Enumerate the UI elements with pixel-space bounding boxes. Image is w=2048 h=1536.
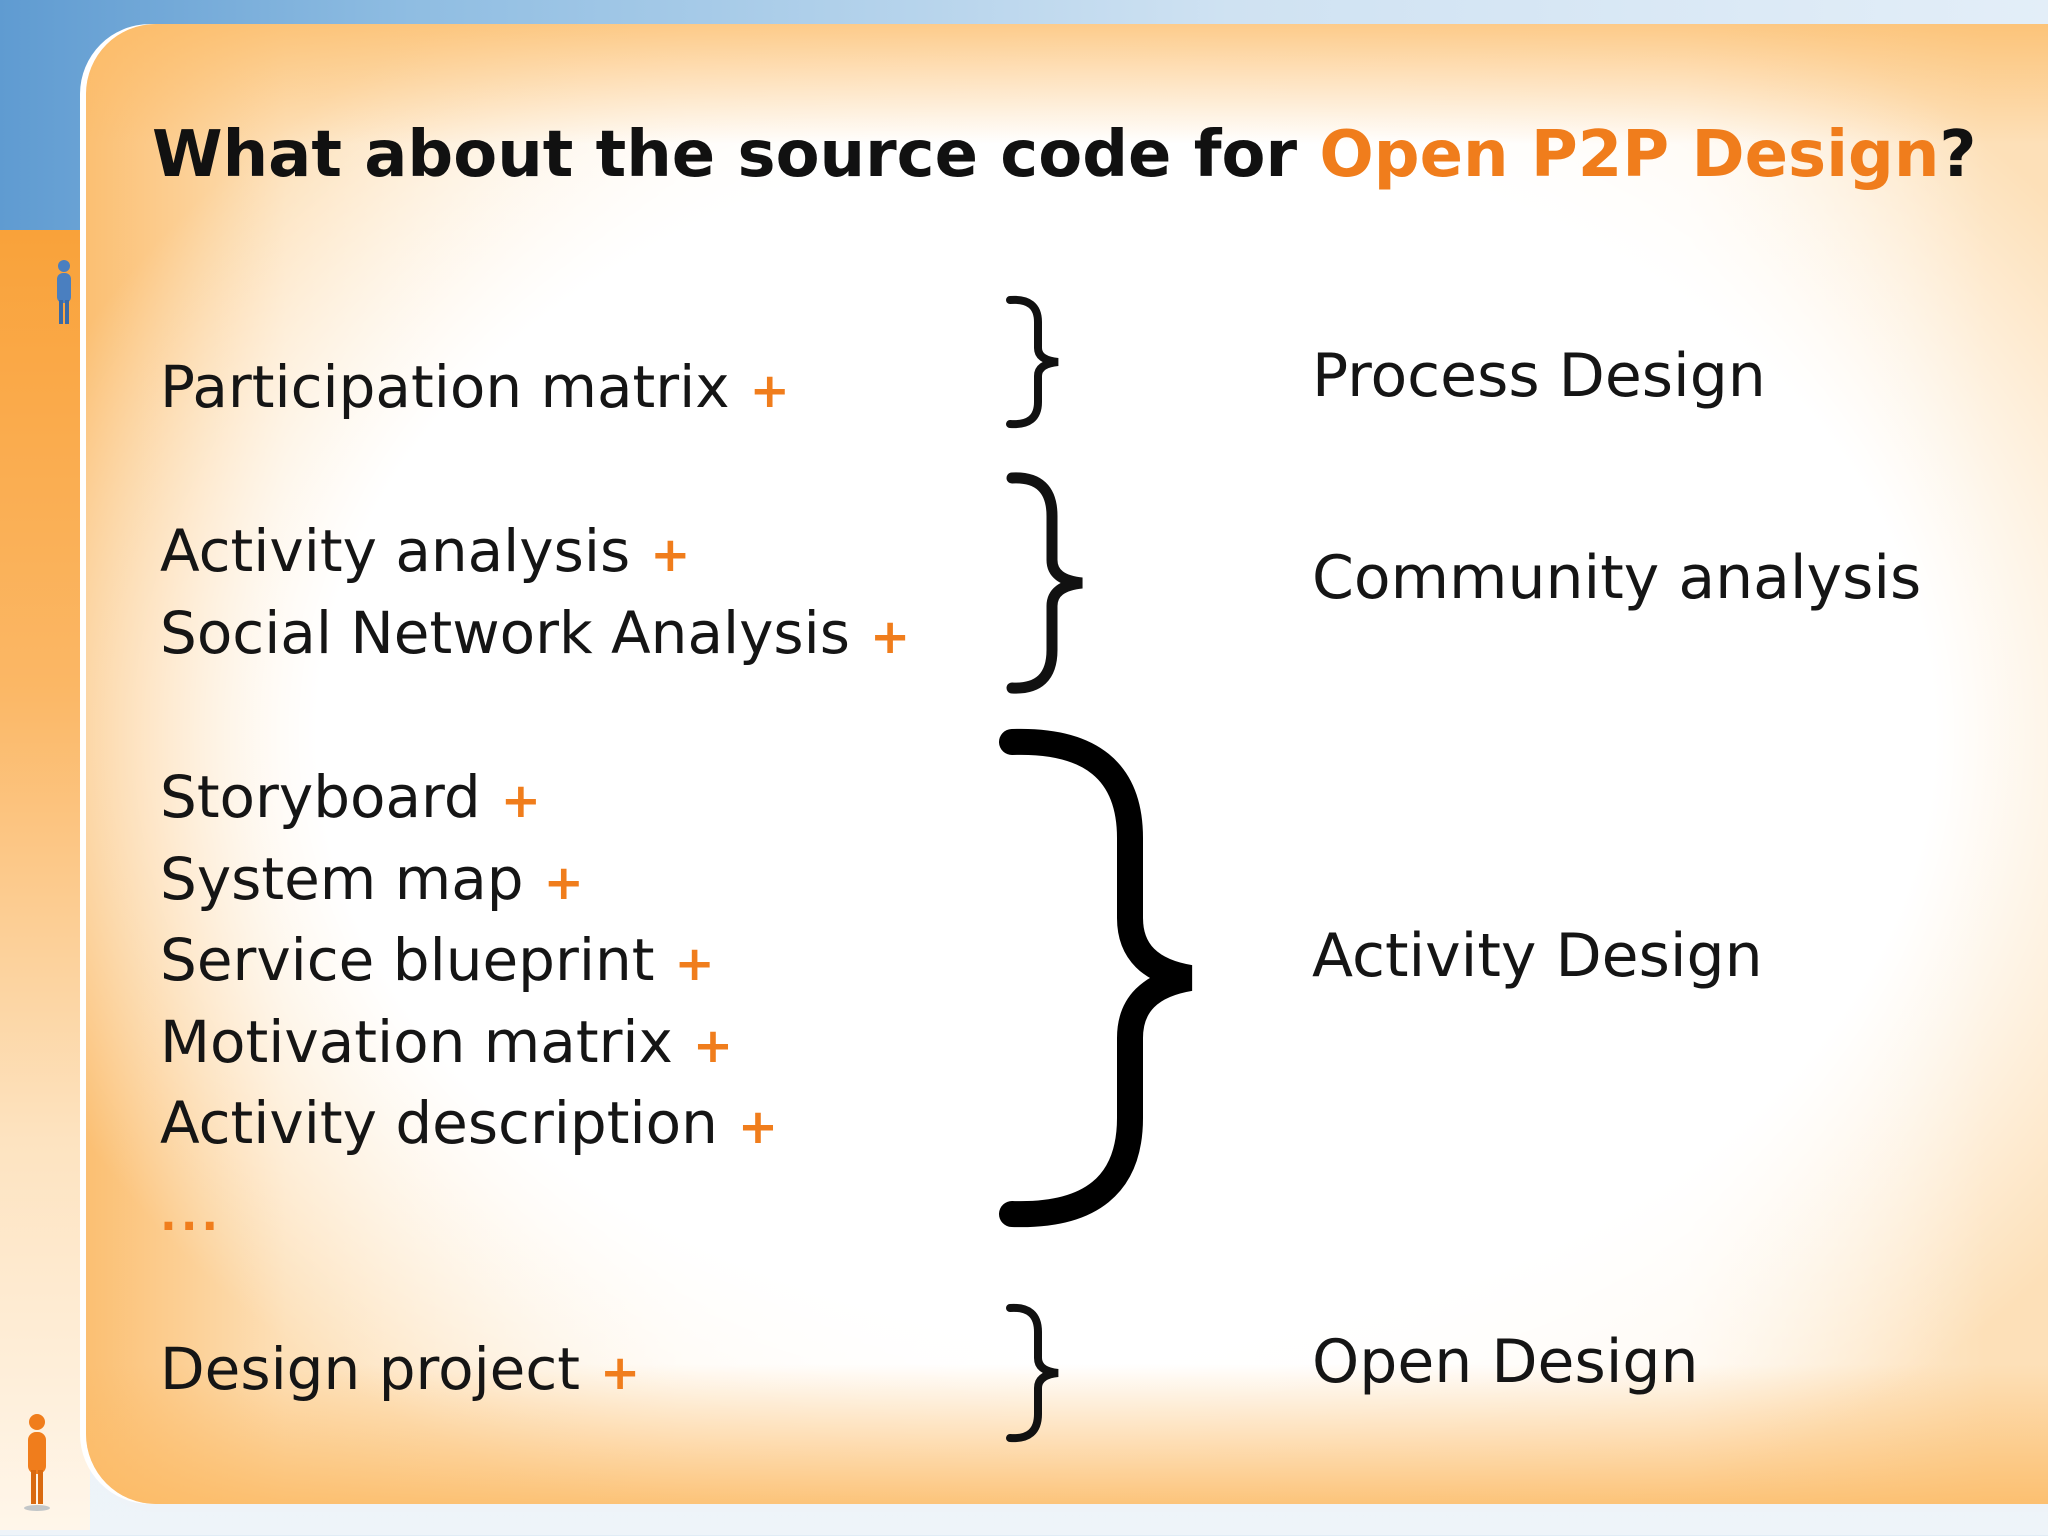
- plus-icon: +: [737, 1099, 779, 1155]
- category-activity-design: Activity Design: [1312, 921, 1763, 991]
- brace-icon-activity: [999, 728, 1193, 1228]
- tool-motivation-matrix: Motivation matrix+: [160, 1013, 733, 1071]
- tool-participation-matrix: Participation matrix+: [160, 358, 790, 416]
- brace-icon-open: [1006, 1303, 1059, 1443]
- category-process-design: Process Design: [1312, 341, 1766, 411]
- tool-system-map: System map+: [160, 850, 584, 908]
- title-suffix: ?: [1939, 118, 1977, 192]
- tool-label: Participation matrix: [160, 353, 730, 421]
- tool-design-project: Design project+: [160, 1340, 640, 1398]
- more-ellipsis: ...: [160, 1190, 223, 1241]
- tool-storyboard: Storyboard+: [160, 768, 541, 826]
- plus-icon: +: [600, 1345, 641, 1401]
- brace-icon-process: [1006, 295, 1059, 429]
- tool-label: Design project: [160, 1335, 580, 1403]
- tool-activity-description: Activity description+: [160, 1094, 778, 1152]
- tool-label: Social Network Analysis: [160, 599, 850, 667]
- plus-icon: +: [749, 363, 790, 419]
- page-title: What about the source code for Open P2P …: [152, 118, 1977, 192]
- title-prefix: What about the source code for: [152, 118, 1320, 192]
- tool-label: Storyboard: [160, 763, 481, 831]
- tool-label: Motivation matrix: [160, 1008, 673, 1076]
- orange-person-icon: [24, 1414, 50, 1511]
- slide-panel: [86, 24, 2048, 1504]
- tool-service-blueprint: Service blueprint+: [160, 931, 715, 989]
- plus-icon: +: [869, 609, 911, 665]
- title-accent: Open P2P Design: [1319, 118, 1940, 192]
- blue-person-icon: [57, 260, 71, 324]
- plus-icon: +: [650, 527, 691, 583]
- category-open-design: Open Design: [1312, 1327, 1699, 1397]
- plus-icon: +: [500, 773, 541, 829]
- plus-icon: +: [674, 936, 715, 992]
- tool-label: Service blueprint: [160, 926, 655, 994]
- tool-label: Activity description: [160, 1089, 718, 1157]
- tool-social-network-analysis: Social Network Analysis+: [160, 604, 910, 662]
- plus-icon: +: [692, 1018, 734, 1074]
- category-community-analysis: Community analysis: [1312, 543, 1922, 613]
- tool-activity-analysis: Activity analysis+: [160, 522, 690, 580]
- tool-label: Activity analysis: [160, 517, 631, 585]
- tool-label: System map: [160, 845, 524, 913]
- plus-icon: +: [543, 855, 584, 911]
- background-side-band: [0, 230, 90, 1530]
- brace-icon-community: [1006, 472, 1083, 694]
